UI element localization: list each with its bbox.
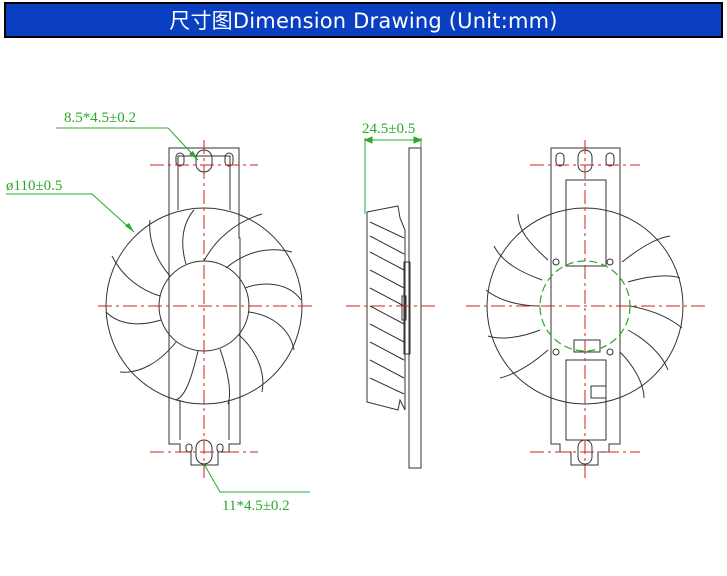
side-view: [366, 147, 422, 469]
thickness-dimension: 24.5±0.5: [362, 121, 415, 137]
rear-bracket: [550, 147, 621, 466]
title-banner: 尺寸图Dimension Drawing (Unit:mm): [4, 2, 723, 38]
top-slot-arrow: [189, 151, 198, 160]
front-bracket-inner: [177, 155, 231, 440]
side-blade-profile: [366, 205, 406, 411]
rear-centerlines: [466, 140, 706, 478]
front-bracket: [168, 147, 241, 466]
diameter-arrow: [125, 223, 134, 232]
side-frame-plate: [408, 147, 422, 469]
diameter-dimension: ø110±0.5: [6, 178, 62, 194]
front-blades: [105, 209, 302, 405]
dimension-lines: [6, 127, 423, 493]
top-slot-dimension: 8.5*4.5±0.2: [64, 110, 136, 126]
page-title: 尺寸图Dimension Drawing (Unit:mm): [169, 9, 558, 33]
bottom-slot-dimension: 11*4.5±0.2: [222, 498, 290, 514]
front-centerlines: [98, 140, 312, 478]
